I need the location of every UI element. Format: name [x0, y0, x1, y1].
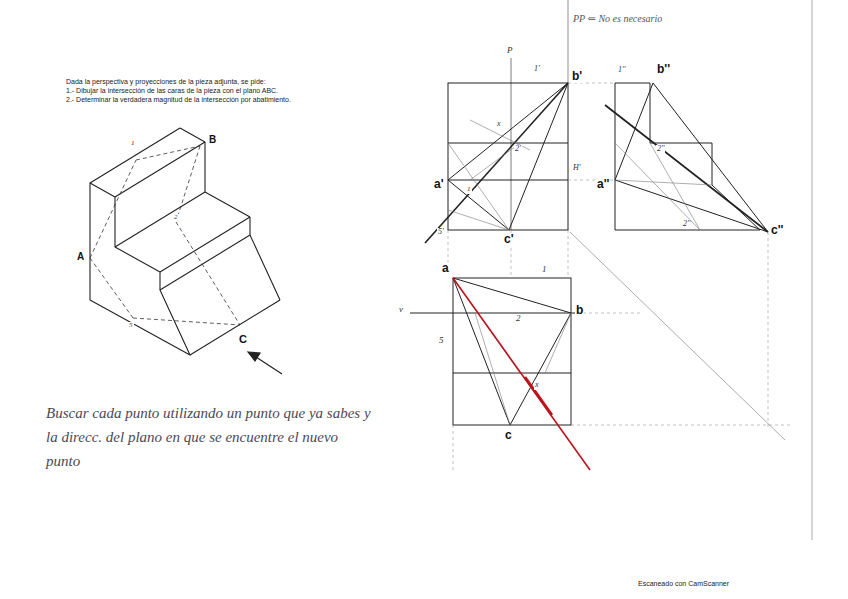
point-label: 1' [533, 65, 541, 74]
point-label: 1 [466, 186, 472, 194]
point-label: C [238, 333, 248, 345]
plan-view [410, 278, 590, 470]
point-label: 5 [128, 322, 134, 330]
point-label: 1'' [617, 66, 626, 75]
handwritten-note: PP ⇐ No es necesario [572, 13, 663, 24]
point-label: x [534, 381, 540, 390]
instruction-text: 2.- Determinar la verdadera magnitud de … [65, 96, 292, 104]
point-label: 5 [438, 336, 445, 346]
handwritten-note: Buscar cada punto utilizando un punto qu… [45, 401, 377, 473]
point-label: 2 [173, 214, 179, 222]
point-label: b [575, 304, 584, 317]
point-label: a [441, 262, 450, 275]
instruction-text: Dada la perspectiva y proyecciones de la… [65, 78, 267, 86]
point-label: A [76, 251, 85, 262]
point-label: c [504, 429, 513, 442]
line-label: v [398, 305, 404, 315]
construction-lines [570, 0, 812, 540]
instruction-text: 1.- Dibujar la intersección de las caras… [65, 87, 279, 95]
section-lines [90, 146, 240, 325]
point-label: 2'' [656, 145, 665, 154]
point-label: x [496, 120, 502, 129]
point-label: B [208, 134, 217, 145]
side-view [605, 83, 768, 232]
point-label: 1 [130, 140, 136, 148]
front-view [425, 0, 568, 243]
point-label: 2 [515, 314, 522, 324]
plane-label: P [506, 46, 514, 56]
point-label: c'' [770, 224, 784, 237]
point-label: 2'' [682, 220, 691, 229]
point-label: a' [433, 178, 445, 191]
point-label: 1 [541, 265, 548, 275]
point-label: 2' [514, 145, 522, 154]
piece-perspective [90, 128, 280, 355]
point-label: b'' [656, 63, 671, 76]
view-arrow [248, 352, 282, 374]
point-label: c' [503, 233, 515, 246]
watermark: Escaneado con CamScanner [637, 580, 730, 588]
point-label: H' [572, 164, 582, 173]
point-label: 5' [437, 228, 445, 237]
point-label: b' [571, 70, 583, 83]
point-label: a'' [596, 178, 610, 191]
construction-lines [448, 83, 790, 470]
